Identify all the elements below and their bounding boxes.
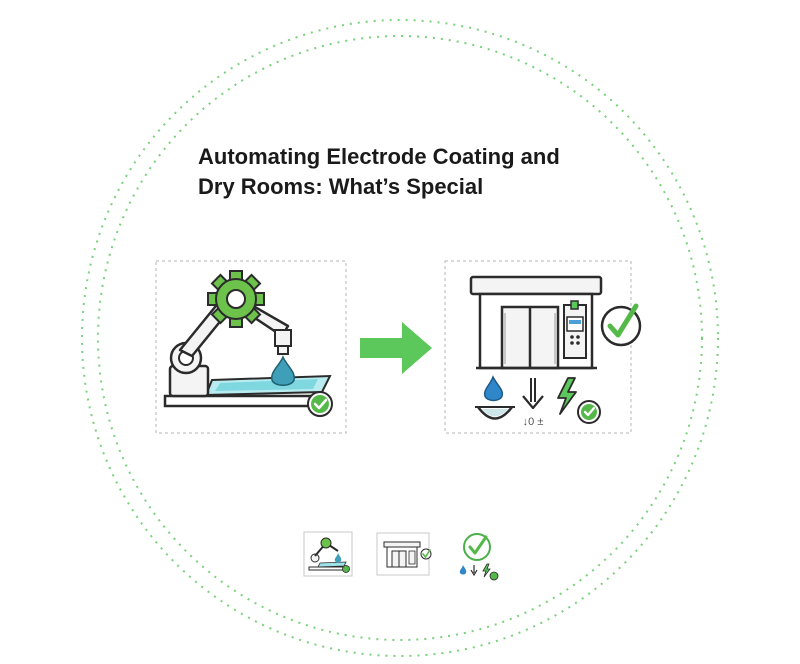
meter-label: ↓0 ±: [523, 416, 544, 428]
lightning-icon: [557, 377, 577, 415]
nozzle-icon: [274, 329, 292, 355]
check-summary-thumbnail: [459, 533, 499, 581]
title-line-2: Dry Rooms: What’s Special: [198, 174, 484, 199]
control-panel-icon: [563, 300, 587, 359]
robot-arm-icon: [168, 294, 290, 398]
check-badge-icon: [307, 391, 333, 417]
inner-dotted-ring: [97, 35, 703, 641]
down-arrow-icon: [522, 378, 544, 410]
gear-icon: [207, 270, 265, 328]
water-drop-icon: [475, 375, 515, 420]
coating-drop-icon: [270, 355, 296, 386]
title-line-1: Automating Electrode Coating and: [198, 144, 560, 169]
right-arrow-icon: [360, 322, 432, 374]
diagram-title: Automating Electrode Coating and Dry Roo…: [198, 142, 628, 202]
checkmark-icon: [600, 303, 642, 347]
coating-robot-panel: [155, 260, 347, 434]
outer-dotted-ring: [81, 19, 719, 657]
dry-room-panel: ↓0 ±: [444, 260, 642, 434]
dry-room-thumbnail: [376, 532, 432, 576]
robot-coating-thumbnail: [303, 531, 353, 577]
check-badge-icon: [577, 400, 601, 424]
base-plate: [163, 394, 327, 408]
